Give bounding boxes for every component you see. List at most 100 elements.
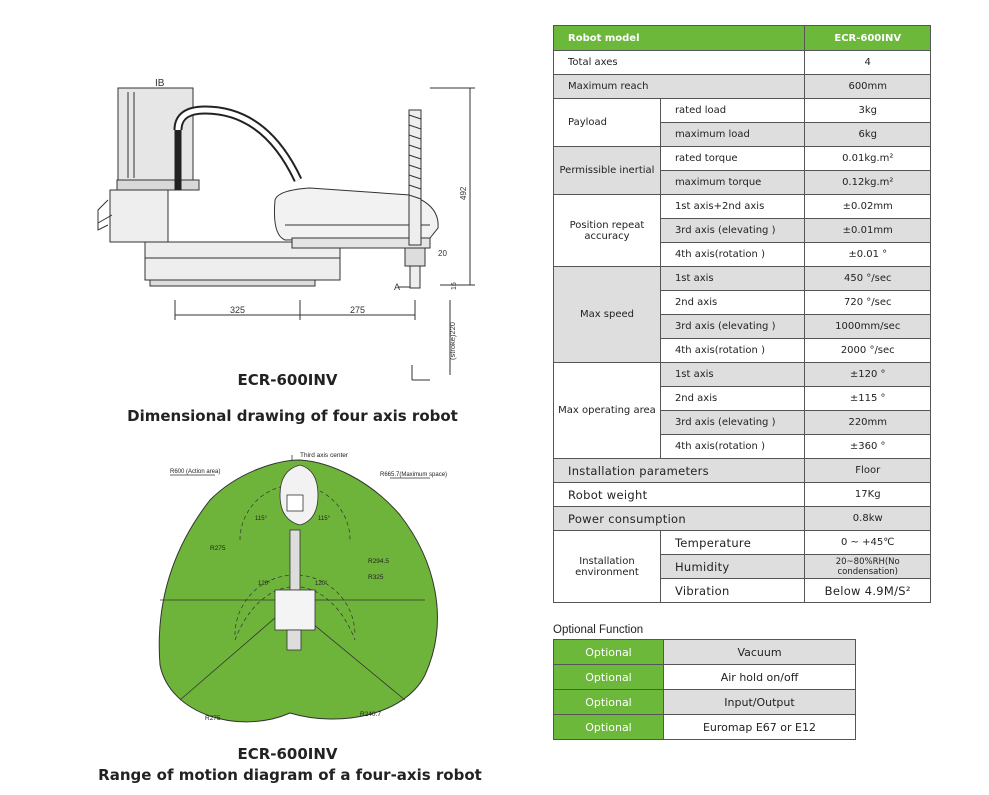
env-label: Installation environment (553, 530, 661, 603)
repeat-r2-value: ±0.01mm (804, 218, 931, 243)
total-axes-label: Total axes (552, 50, 806, 75)
repeat-r3-value: ±0.01 ° (804, 242, 931, 267)
area-r4-label: 4th axis(rotation ) (659, 434, 806, 459)
optional-value: Input/Output (663, 689, 856, 715)
dim-325: 325 (230, 305, 245, 315)
inertia-row-1: Permissible inertial rated torque 0.01kg… (553, 146, 931, 195)
env-row-3: Vibration Below 4.9M/S² (554, 578, 931, 603)
robot-model-value: ECR-600INV (804, 25, 931, 51)
power-value: 0.8kw (804, 506, 931, 531)
motion-title-caption: Range of motion diagram of a four-axis r… (98, 766, 482, 784)
spec-table: Robot model ECR-600INV Total axes 4 Maxi… (552, 25, 931, 603)
optional-row: Optional Input/Output (553, 689, 856, 715)
max-torque-label: maximum torque (659, 170, 806, 195)
optional-table: Optional Vacuum Optional Air hold on/off… (553, 639, 856, 740)
spec-header-row: Robot model ECR-600INV (552, 25, 931, 51)
env-row-1: Installation environment Temperature 0 ~… (553, 530, 931, 603)
max-load-label: maximum load (659, 122, 806, 147)
speed-row-2: 2nd axis 720 °/sec (554, 290, 931, 315)
inertia-label: Permissible inertial (553, 146, 661, 195)
speed-r1-value: 450 °/sec (804, 266, 931, 291)
optional-value: Euromap E67 or E12 (663, 714, 856, 740)
power-row: Power consumption 0.8kw (552, 506, 931, 531)
drawing-model-caption: ECR-600INV (237, 371, 338, 389)
temperature-value: 0 ~ +45℃ (804, 530, 931, 555)
r600-label: R600 (Action area) (170, 469, 220, 475)
rated-load-label: rated load (659, 98, 806, 123)
speed-row-4: 4th axis(rotation ) 2000 °/sec (554, 338, 931, 363)
optional-value: Air hold on/off (663, 664, 856, 690)
weight-value: 17Kg (804, 482, 931, 507)
optional-row: Optional Air hold on/off (553, 664, 856, 690)
temperature-label: Temperature (659, 530, 806, 555)
label-ib: IB (155, 78, 165, 89)
speed-label: Max speed (553, 266, 661, 363)
speed-r2-label: 2nd axis (659, 290, 806, 315)
area-row-4: 4th axis(rotation ) ±360 ° (554, 434, 931, 459)
optional-tag: Optional (553, 664, 664, 690)
area-r2-label: 2nd axis (659, 386, 806, 411)
area-r1-label: 1st axis (659, 362, 806, 387)
max-load-value: 6kg (804, 122, 931, 147)
angle-label-3: 120° (258, 581, 271, 587)
r240-label: R240.7 (360, 711, 381, 718)
max-reach-label: Maximum reach (552, 74, 806, 99)
motion-model-caption: ECR-600INV (237, 745, 338, 763)
optional-tag: Optional (553, 714, 664, 740)
motor-block (117, 87, 194, 183)
install-value: Floor (804, 458, 931, 483)
humidity-label: Humidity (659, 554, 806, 579)
speed-r4-label: 4th axis(rotation ) (659, 338, 806, 363)
motion-range-diagram: Third axis center R600 (Action area) R66… (158, 452, 447, 723)
angle-label-4: 120° (315, 581, 328, 587)
speed-r2-value: 720 °/sec (804, 290, 931, 315)
dim-275: 275 (350, 305, 365, 315)
r294-label: R294.5 (368, 558, 389, 565)
install-label: Installation parameters (552, 458, 806, 483)
weight-row: Robot weight 17Kg (552, 482, 931, 507)
power-label: Power consumption (552, 506, 806, 531)
optional-tag: Optional (553, 639, 664, 665)
max-reach-row: Maximum reach 600mm (552, 74, 931, 99)
repeat-row-1: Position repeat accuracy 1st axis+2nd ax… (553, 194, 931, 267)
speed-r1-label: 1st axis (659, 266, 806, 291)
angle-label-1: 115° (255, 516, 268, 522)
area-r1-value: ±120 ° (804, 362, 931, 387)
area-r4-value: ±360 ° (804, 434, 931, 459)
r665-label: R665.7(Maximum space) (380, 472, 447, 478)
drawing-title-caption: Dimensional drawing of four axis robot (127, 407, 458, 425)
speed-r3-value: 1000mm/sec (804, 314, 931, 339)
repeat-r1-value: ±0.02mm (804, 194, 931, 219)
dim-492: 492 (459, 186, 468, 200)
speed-r3-label: 3rd axis (elevating ) (659, 314, 806, 339)
optional-row: Optional Vacuum (553, 639, 856, 665)
total-axes-value: 4 (804, 50, 931, 75)
area-label: Max operating area (553, 362, 661, 459)
area-r3-label: 3rd axis (elevating ) (659, 410, 806, 435)
vibration-label: Vibration (659, 578, 806, 603)
area-row-1: Max operating area 1st axis ±120 ° (553, 362, 931, 459)
weight-label: Robot weight (552, 482, 806, 507)
dimensional-drawing: IB A 325 275 20 492 15 (stroke)220 (97, 78, 475, 381)
install-row: Installation parameters Floor (552, 458, 931, 483)
rated-torque-label: rated torque (659, 146, 806, 171)
payload-row-1: Payload rated load 3kg (553, 98, 931, 147)
speed-row-1: Max speed 1st axis 450 °/sec (553, 266, 931, 363)
dim-20: 20 (438, 249, 447, 258)
area-row-2: 2nd axis ±115 ° (554, 386, 931, 411)
r275-label-a: R275 (210, 545, 226, 552)
humidity-value: 20~80%RH(No condensation) (804, 554, 931, 579)
optional-function-title: Optional Function (553, 624, 644, 636)
payload-label: Payload (553, 98, 661, 147)
optional-tag: Optional (553, 689, 664, 715)
max-reach-value: 600mm (804, 74, 931, 99)
repeat-r3-label: 4th axis(rotation ) (659, 242, 806, 267)
dim-15: 15 (451, 282, 458, 290)
area-r3-value: 220mm (804, 410, 931, 435)
rated-torque-value: 0.01kg.m² (804, 146, 931, 171)
repeat-r1-label: 1st axis+2nd axis (659, 194, 806, 219)
rated-load-value: 3kg (804, 98, 931, 123)
angle-label-2: 115° (318, 516, 331, 522)
third-axis-center-label: Third axis center (300, 452, 349, 459)
robot-model-label: Robot model (552, 25, 806, 51)
